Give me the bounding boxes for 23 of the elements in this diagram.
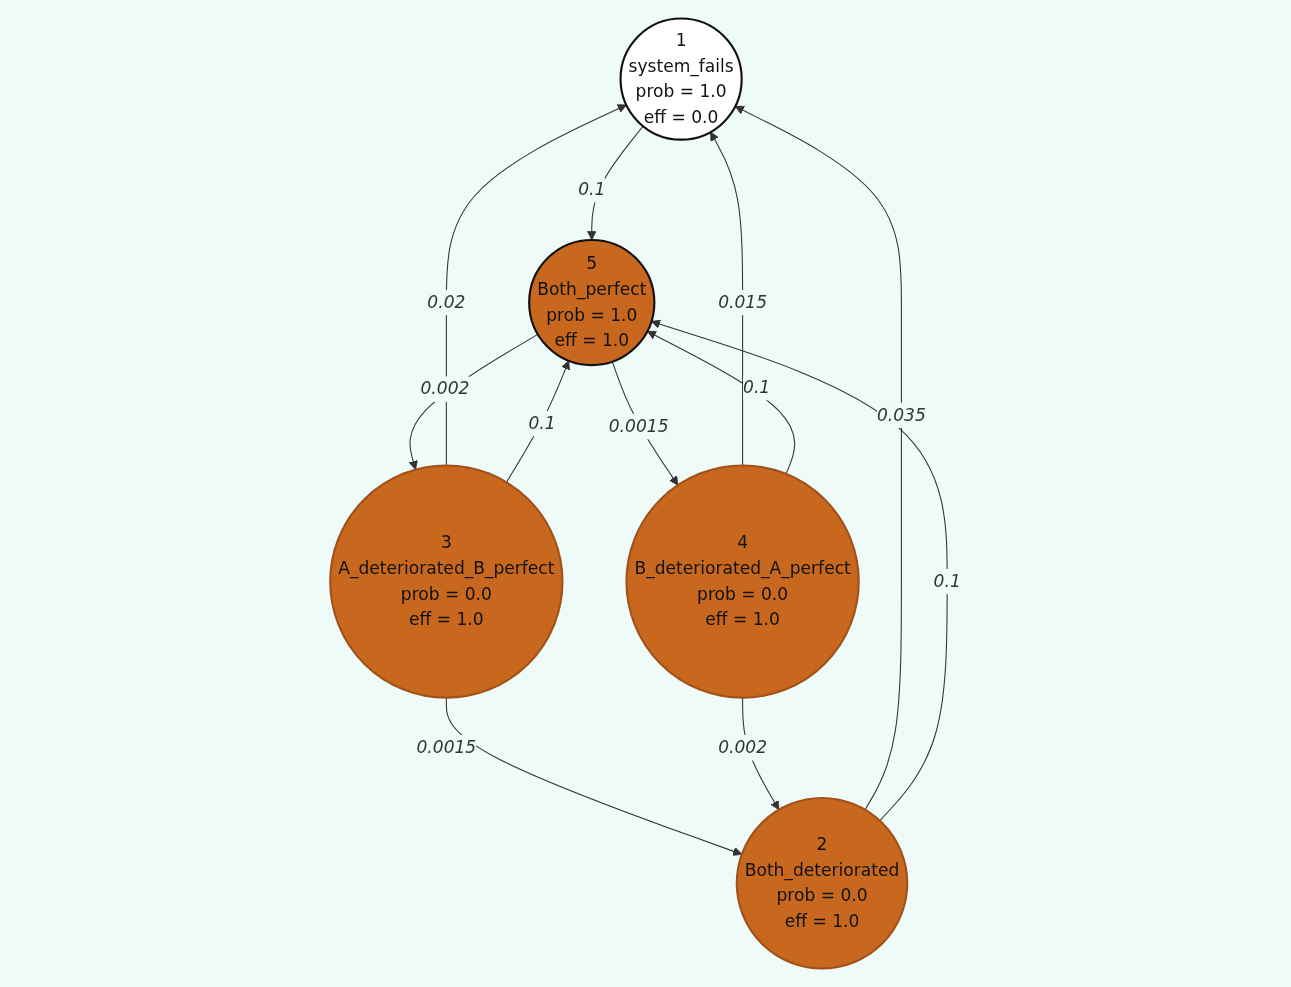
arrow [408,333,539,471]
edge-label: 0.002 [420,378,470,399]
arrow [710,131,744,466]
node-circle: 3 A_deteriorated_B_perfect prob = 0.0 eff = 1.0 [329,464,564,699]
arrow [651,319,948,822]
edge-label: 0.0015 [416,737,477,758]
arrow [646,330,796,475]
node-circle: 5 Both_perfect prob = 1.0 eff = 1.0 [528,238,656,367]
node-circle: 2 Both_deteriorated prob = 0.0 eff = 1.0 [735,796,909,970]
edge-label: 0.0015 [608,415,669,437]
arrow [445,104,627,466]
edge-label: 0.015 [718,291,768,313]
edge-label: 0.035 [876,404,926,425]
edge-label: 0.02 [427,291,466,313]
node-circle: 1 system_fails prob = 1.0 eff = 0.0 [619,17,743,141]
node-circle: 4 B_deteriorated_A_perfect prob = 0.0 eff = 1.0 [625,464,860,699]
arrow [445,697,743,856]
edge-label: 0.002 [718,737,768,758]
edge-label: 0.1 [743,377,771,398]
arrow [506,360,570,483]
edge-label: 0.1 [933,570,961,592]
edge-label: 0.1 [578,179,606,200]
edge-label: 0.1 [528,413,556,434]
